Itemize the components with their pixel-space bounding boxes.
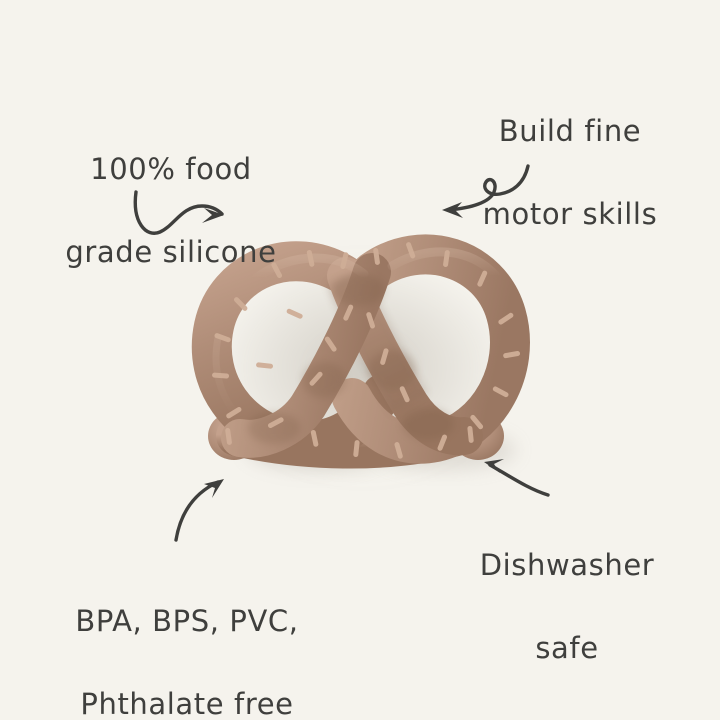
callout-food-grade: 100% food grade silicone — [36, 108, 306, 314]
callout-food-grade-line2: grade silicone — [65, 234, 277, 269]
pretzel-overlap-shading — [248, 274, 454, 444]
callout-motor-skills-line1: Build fine — [498, 114, 642, 149]
pretzel-teether-product-image — [191, 218, 530, 488]
callout-dishwasher-line2: safe — [535, 630, 599, 665]
pretzel-salt-marks — [212, 242, 521, 459]
callout-motor-skills: Build fine motor skills — [455, 70, 685, 276]
callout-motor-skills-line2: motor skills — [482, 196, 658, 231]
callout-bpa-free: BPA, BPS, PVC, Phthalate free — [42, 560, 332, 720]
callout-bpa-free-line2: Phthalate free — [80, 686, 294, 720]
callout-food-grade-line1: 100% food — [90, 152, 252, 187]
callout-dishwasher-line1: Dishwasher — [479, 548, 655, 583]
callout-bpa-free-line1: BPA, BPS, PVC, — [75, 604, 299, 639]
callout-dishwasher: Dishwasher safe — [452, 504, 682, 710]
